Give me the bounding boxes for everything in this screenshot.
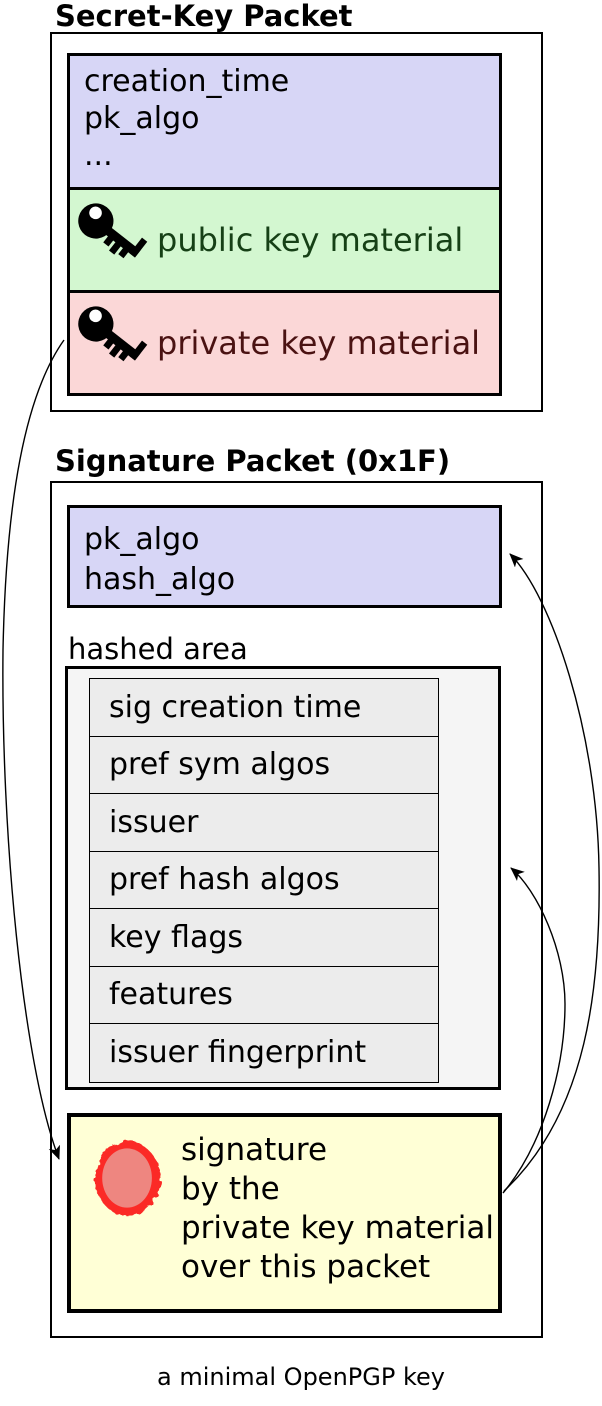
signature-packet-title: Signature Packet (0x1F) [55,444,451,478]
key-icon [78,306,148,362]
signature-header-box: pk_algo hash_algo [67,505,502,608]
subpacket-row: sig creation time [90,679,438,737]
seal-icon [95,1141,161,1217]
subpacket-row: features [90,966,438,1024]
subpacket-row: issuer fingerprint [90,1024,438,1082]
secret-key-packet-title: Secret-Key Packet [55,0,353,33]
hashed-area-box: sig creation time pref sym algos issuer … [65,666,501,1090]
field-ellipsis: ... [84,138,113,173]
subpacket-row: key flags [90,909,438,967]
key-icon [78,203,148,259]
field-pk-algo: pk_algo [84,522,200,557]
public-key-material-label: public key material [157,221,464,259]
field-pk-algo: pk_algo [84,101,200,136]
field-hash-algo: hash_algo [84,562,236,597]
subpacket-row: pref hash algos [90,851,438,909]
hashed-area-label: hashed area [68,632,248,666]
subpacket-row: pref sym algos [90,736,438,794]
subpacket-list: sig creation time pref sym algos issuer … [89,678,439,1083]
subpacket-row: issuer [90,794,438,852]
private-key-material-label: private key material [157,324,481,362]
signature-text: signature by the private key material ov… [181,1132,494,1285]
private-key-material-box: private key material [67,290,502,396]
signature-box: signature by the private key material ov… [67,1113,502,1313]
secret-key-header-box: creation_time pk_algo ... [67,53,502,190]
diagram-caption: a minimal OpenPGP key [157,1363,445,1391]
public-key-material-box: public key material [67,187,502,293]
field-creation-time: creation_time [84,64,290,99]
